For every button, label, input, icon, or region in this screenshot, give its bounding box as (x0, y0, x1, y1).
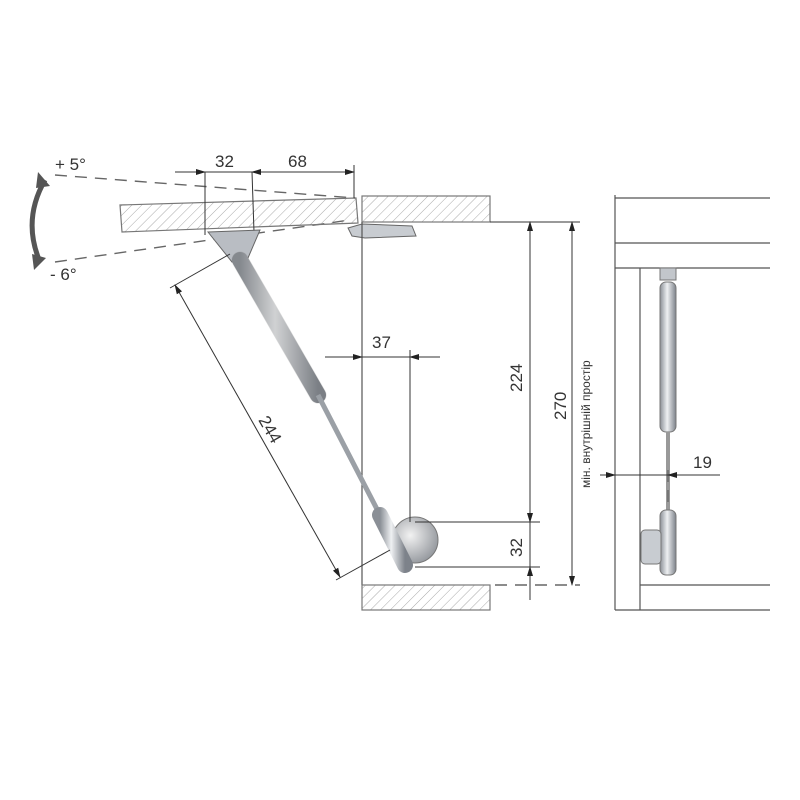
dim-19: 19 (693, 453, 712, 472)
dim-68: 68 (288, 152, 307, 171)
cabinet-top-panel (361, 195, 491, 223)
dim-244: 244 (255, 413, 286, 447)
cabinet-bottom-panel (361, 584, 491, 611)
side-view (614, 195, 770, 611)
dim-270: 270 (551, 392, 570, 420)
tilt-down-line (54, 219, 351, 263)
angle-down-label: - 6° (50, 265, 77, 284)
dim-224: 224 (507, 364, 526, 392)
dim-32-top: 32 (215, 152, 234, 171)
dim-32-bracket: 32 (507, 538, 526, 557)
lid-panel (119, 197, 359, 233)
dim-37: 37 (372, 333, 391, 352)
gas-strut (206, 229, 439, 573)
tilt-arc-icon (29, 172, 50, 270)
angle-up-label: + 5° (55, 155, 86, 174)
min-inner-space-label: мін. внутрішній простір (579, 360, 593, 488)
hinge (347, 223, 417, 239)
